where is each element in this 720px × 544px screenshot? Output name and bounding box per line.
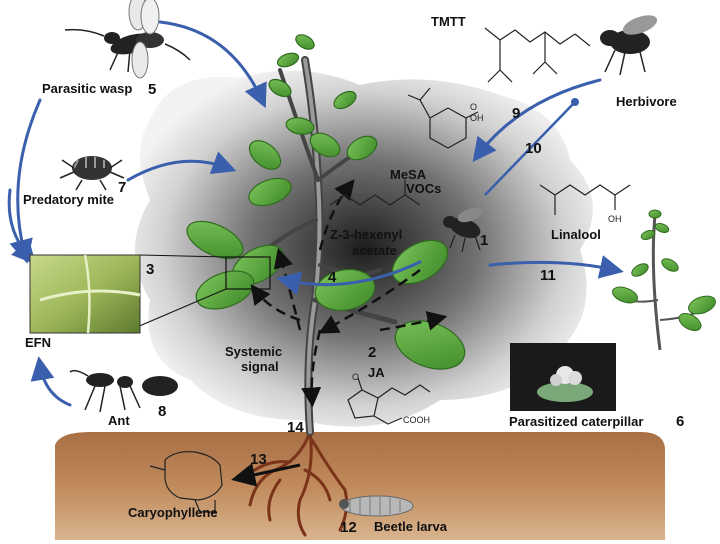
vocs-label: VOCs (406, 181, 442, 196)
efn-zoom (29, 254, 271, 334)
linalool-oh-label: OH (608, 214, 622, 224)
number-8: 8 (158, 403, 167, 420)
number-14: 14 (287, 419, 304, 436)
caryophyllene-label: Caryophyllene (128, 505, 218, 520)
efn-photo (29, 254, 141, 334)
tmtt-structure (484, 27, 591, 83)
mesa-label: MeSA (390, 167, 427, 182)
blue-arrows (7, 20, 624, 407)
parasitized-caterpillar-label: Parasitized caterpillar (509, 414, 644, 429)
mesa-oh-label: OH (470, 113, 484, 123)
z3-hexenyl-label-line1: Z-3-hexenyl (330, 227, 403, 242)
number-6: 6 (676, 413, 685, 430)
parasitic-wasp-label: Parasitic wasp (42, 81, 133, 96)
neighbor-plant (612, 209, 716, 351)
systemic-signal-label-line2: signal (241, 359, 279, 374)
efn-label: EFN (25, 335, 51, 350)
z3-hexenyl-label-line2: acetate (352, 243, 397, 258)
beetle-larva-icon (339, 495, 414, 517)
number-12: 12 (340, 519, 357, 536)
ant-icon (69, 369, 178, 413)
number-7: 7 (118, 179, 127, 196)
mesa-structure (407, 87, 479, 149)
number-13: 13 (250, 451, 267, 468)
wasp-icon (64, 0, 191, 79)
systemic-signal-arrows (250, 179, 448, 408)
caryophyllene-structure (149, 451, 223, 513)
caterpillar-photo (510, 343, 616, 411)
o-label: O (470, 102, 477, 112)
number-10: 10 (525, 140, 542, 157)
plant-leaves (186, 34, 466, 370)
herbivore-inhibit-line (484, 98, 579, 196)
ja-label: JA (368, 365, 385, 380)
tmtt-label: TMTT (431, 14, 466, 29)
beetle-larva-label: Beetle larva (374, 519, 447, 534)
systemic-signal-label-line1: Systemic (225, 344, 283, 359)
ja-structure (347, 377, 431, 425)
number-4: 4 (328, 269, 337, 286)
soil (55, 432, 665, 540)
ja-o-label: O (352, 372, 359, 382)
ant-label: Ant (108, 413, 130, 428)
number-3: 3 (146, 261, 155, 278)
fly-icon (600, 15, 658, 76)
linalool-label: Linalool (551, 227, 601, 242)
fly-on-leaf-icon (443, 207, 483, 253)
number-11: 11 (540, 267, 556, 284)
linalool-structure (539, 184, 631, 215)
predatory-mite-label: Predatory mite (23, 192, 115, 207)
number-1: 1 (480, 232, 489, 249)
hexenyl-structure (329, 180, 421, 206)
number-2: 2 (368, 344, 377, 361)
number-9: 9 (512, 105, 521, 122)
cooh-label: COOH (403, 415, 430, 425)
caryophyllene-arrow (231, 463, 301, 487)
herbivore-label: Herbivore (616, 94, 677, 109)
number-5: 5 (148, 81, 157, 98)
mite-icon (59, 156, 125, 191)
